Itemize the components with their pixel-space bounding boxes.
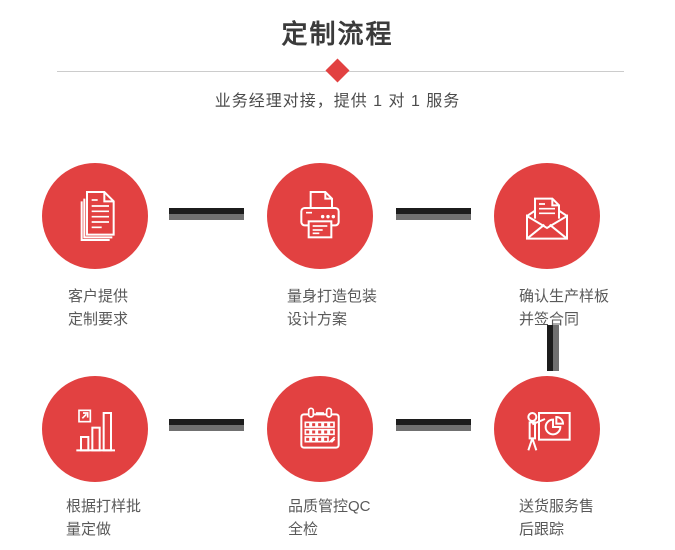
step-label-6-line1: 送货服务售 [519, 498, 595, 515]
step-circle-6 [494, 376, 600, 482]
step-label-4-line1: 根据打样批 [66, 498, 142, 515]
step-label-4-line2: 量定做 [66, 521, 112, 538]
step-label-1-line1: 客户提供 [68, 288, 129, 305]
step-circle-1 [42, 163, 148, 269]
documents-icon [80, 191, 115, 241]
subtitle: 业务经理对接，提供 1 对 1 服务 [214, 93, 461, 110]
step-label-3-line2: 并签合同 [519, 311, 580, 328]
step-circle-4 [42, 376, 148, 482]
calendar-icon [300, 407, 340, 449]
connector-step4-step5 [169, 419, 244, 431]
step-label-6-line2: 后跟踪 [519, 521, 565, 538]
connector-step3-step6 [547, 325, 559, 371]
step-label-1: 客户提供 定制要求 [68, 285, 128, 331]
step-label-4: 根据打样批 量定做 [66, 495, 141, 541]
step-label-1-line2: 定制要求 [68, 311, 129, 328]
bar-chart-icon [76, 409, 115, 452]
envelope-icon [526, 197, 568, 240]
step-label-5-line2: 全检 [288, 521, 319, 538]
step-label-6: 送货服务售 后跟踪 [519, 495, 594, 541]
connector-step1-step2 [169, 208, 244, 220]
step-circle-2 [267, 163, 373, 269]
step-circle-3 [494, 163, 600, 269]
step-label-3: 确认生产样板 并签合同 [519, 285, 609, 331]
step-label-2-line1: 量身打造包装 [287, 288, 378, 305]
step-label-3-line1: 确认生产样板 [519, 288, 610, 305]
step-label-5: 品质管控QC 全检 [288, 495, 371, 541]
printer-icon [300, 191, 340, 239]
step-label-2-line2: 设计方案 [287, 311, 348, 328]
step-circle-5 [267, 376, 373, 482]
diamond-marker [325, 58, 350, 83]
connector-step5-step6 [396, 419, 471, 431]
step-label-2: 量身打造包装 设计方案 [287, 285, 377, 331]
step-label-5-line1: 品质管控QC [288, 498, 371, 515]
page-title: 定制流程 [281, 19, 394, 49]
connector-step2-step3 [396, 208, 471, 220]
presentation-icon [527, 412, 571, 451]
